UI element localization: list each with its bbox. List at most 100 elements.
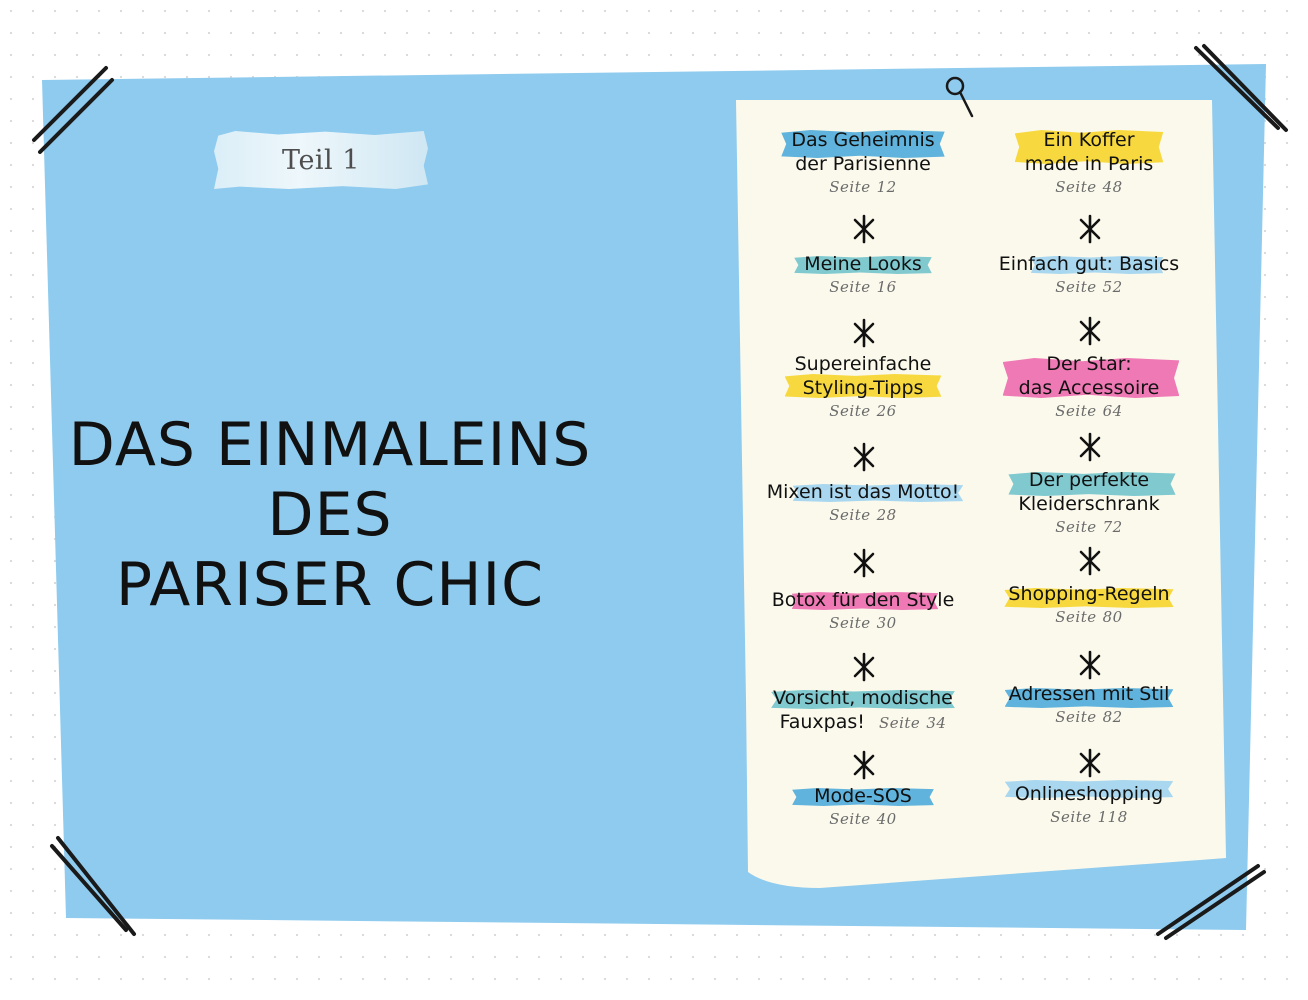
toc-entry-line: Shopping-Regeln [1008,583,1170,605]
toc-entry-line: der Parisienne [795,153,931,175]
toc-entry-line: Kleiderschrank [1018,493,1160,515]
toc-entry-title: Einfach gut: Basics [997,252,1181,276]
asterisk-icon [853,318,875,348]
toc-entry-title: Adressen mit Stil [1004,682,1174,708]
toc-entry-line: Mixen ist das Motto! [766,481,960,503]
toc-entry-title: Supereinfache Styling-Tipps [784,352,942,400]
toc-entry-title: Mode-SOS [792,784,934,808]
toc-entry-line: Supereinfache [794,353,932,375]
toc-entry-title: Der Star: das Accessoire [1002,352,1180,400]
toc-entry-line: made in Paris [1024,153,1154,175]
asterisk-icon [1079,650,1101,680]
asterisk-icon [853,652,875,682]
tape-highlight [1004,688,1174,708]
toc-entry-line: Der Star: [1046,353,1132,375]
toc-entry-title: Onlineshopping [1004,780,1174,806]
toc-entry-title: Botox für den Style [768,588,959,612]
tape-highlight [1030,256,1164,274]
toc-entry-line: Das Geheimnis [791,129,935,151]
part-label-tape-bg [214,131,428,189]
toc-entry-title: Shopping-Regeln [1004,582,1174,608]
toc-entry-line: Styling-Tipps [802,377,924,399]
tape-highlight [1002,358,1180,398]
toc-entry-title: Mixen ist das Motto! [763,480,964,504]
tape-highlight [794,256,932,274]
asterisk-icon [853,442,875,472]
toc-entry-line: Onlineshopping [1014,783,1164,805]
part-title-line-2: DES [267,480,393,550]
part-label: Teil 1 [282,144,360,176]
asterisk-icon [1079,432,1101,462]
asterisk-icon [853,214,875,244]
toc-entry-line: Meine Looks [804,253,922,275]
part-title-line-1: DAS EINMALEINS [68,410,592,480]
tape-highlight [781,130,945,158]
asterisk-icon [1079,748,1101,778]
toc-entry-line: Botox für den Style [771,589,955,611]
toc-entry-line: Adressen mit Stil [1008,683,1170,705]
part-title-line-3: PARISER CHIC [115,550,545,620]
part-label-tape: Teil 1 [214,131,428,189]
tape-highlight [1004,780,1174,798]
asterisk-icon [853,750,875,780]
tape-highlight [1008,472,1176,496]
tape-highlight [1014,130,1164,164]
asterisk-icon [853,548,875,578]
asterisk-icon [1079,316,1101,346]
toc-entry-line: Mode-SOS [814,785,912,807]
toc-entry-line: Der perfekte [1028,469,1150,491]
toc-entry-title: Der perfekte Kleiderschrank [1008,468,1176,516]
part-title: DAS EINMALEINS DES PARISER CHIC [60,410,600,620]
tape-highlight [791,592,939,610]
tape-highlight [771,690,955,709]
asterisk-icon [1079,546,1101,576]
tape-highlight [792,484,964,502]
corner-stroke-top-left-icon [32,66,114,154]
toc-entry-title: Ein Koffer made in Paris [1014,128,1164,176]
toc-entry-line: Vorsicht, modische [773,687,953,709]
tape-highlight [792,788,934,806]
corner-stroke-bottom-right-icon [1156,864,1266,940]
toc-entry-title: Das Geheimnis der Parisienne [781,128,945,176]
toc-entry-line: Fauxpas! [779,711,865,733]
tape-highlight [1004,588,1174,608]
asterisk-icon [1079,214,1101,244]
toc-entry-title: Meine Looks [794,252,932,276]
toc-entry-line: Ein Koffer [1043,129,1135,151]
toc-entry-line: Einfach gut: Basics [998,253,1180,275]
toc-entry-line: das Accessoire [1018,377,1160,399]
tape-highlight [784,374,942,398]
pin-icon [945,76,974,118]
corner-stroke-top-right-icon [1194,44,1288,132]
